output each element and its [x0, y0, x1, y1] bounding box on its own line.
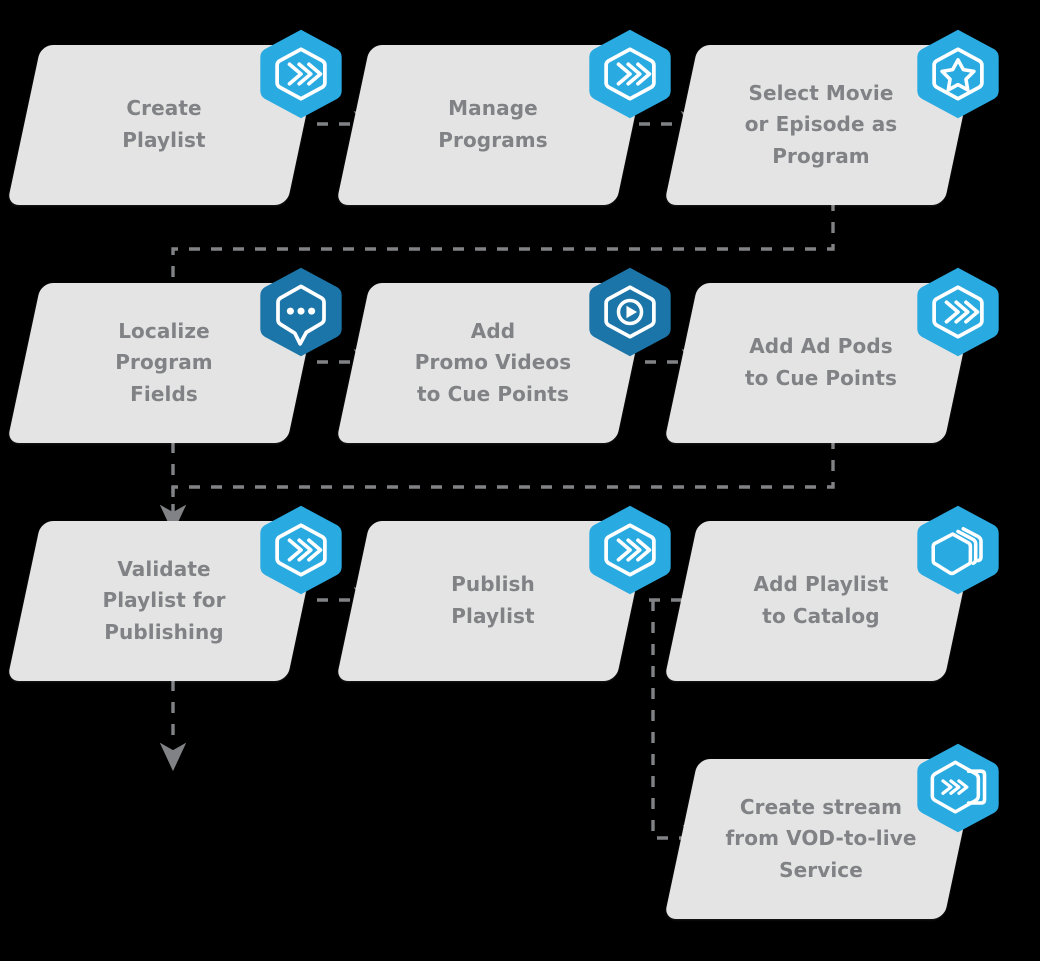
node-add-ad-pods[interactable]: Add Ad Pods to Cue Points: [663, 267, 999, 443]
chevrons-hexagon-icon: [585, 504, 675, 596]
node-label: Select Movie or Episode as Program: [744, 80, 898, 168]
node-localize-program-fields[interactable]: Localize Program Fields: [6, 267, 342, 443]
node-create-stream-vod-to-live[interactable]: Create stream from VOD-to-live Service: [663, 743, 999, 919]
node-select-movie-or-episode[interactable]: Select Movie or Episode as Program: [663, 29, 999, 205]
node-label: Add Ad Pods to Cue Points: [745, 334, 897, 390]
chevrons-hexagon-icon: [256, 28, 346, 120]
node-label: Publish Playlist: [451, 572, 535, 628]
node-label: Localize Program Fields: [115, 318, 213, 406]
star-hexagon-icon: [913, 28, 1003, 120]
node-manage-programs[interactable]: Manage Programs: [335, 29, 671, 205]
speech-bubble-hexagon-icon: [256, 266, 346, 358]
chevrons-hexagon-icon: [585, 28, 675, 120]
node-label: Create stream from VOD-to-live Service: [725, 794, 917, 882]
node-add-playlist-to-catalog[interactable]: Add Playlist to Catalog: [663, 505, 999, 681]
node-publish-playlist[interactable]: Publish Playlist: [335, 505, 671, 681]
play-hexagon-icon: [585, 266, 675, 358]
chevrons-hexagon-icon: [913, 266, 1003, 358]
node-label: Create Playlist: [122, 96, 206, 152]
chevrons-hexagon-icon: [256, 504, 346, 596]
node-label: Add Promo Videos to Cue Points: [414, 318, 572, 406]
node-add-promo-videos[interactable]: Add Promo Videos to Cue Points: [335, 267, 671, 443]
node-create-playlist[interactable]: Create Playlist: [6, 29, 342, 205]
node-validate-playlist[interactable]: Validate Playlist for Publishing: [6, 505, 342, 681]
stream-hexagon-icon: [913, 742, 1003, 834]
node-label: Validate Playlist for Publishing: [102, 556, 226, 644]
node-label: Add Playlist to Catalog: [753, 572, 889, 628]
node-label: Manage Programs: [438, 96, 548, 152]
stacked-layers-hexagon-icon: [913, 504, 1003, 596]
